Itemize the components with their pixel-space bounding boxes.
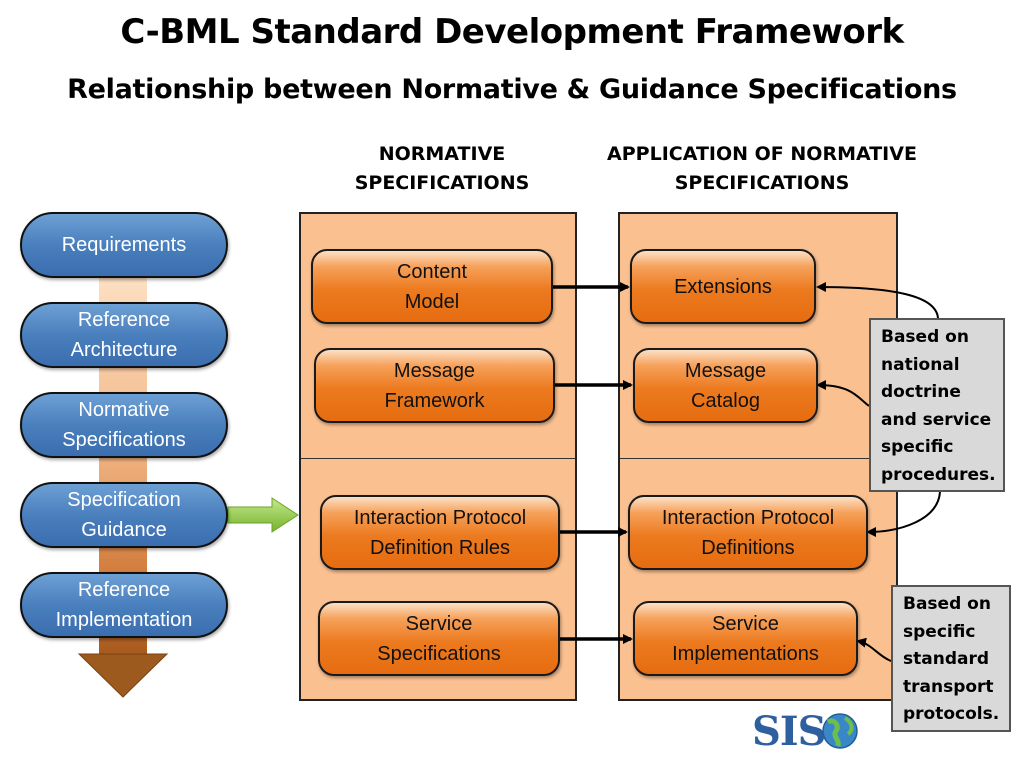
green-arrow <box>227 497 299 533</box>
application-panel-divider <box>620 458 896 459</box>
application-column-heading: APPLICATION OF NORMATIVE SPECIFICATIONS <box>607 143 917 194</box>
note-national-doctrine: Based on national doctrine and service s… <box>869 318 1005 492</box>
box-extensions: Extensions <box>630 249 816 324</box>
page-subtitle: Relationship between Normative & Guidanc… <box>67 74 957 105</box>
page-title: C-BML Standard Development Framework <box>120 12 904 52</box>
globe-icon <box>822 713 858 749</box>
note-transport-protocols: Based on specific standard transport pro… <box>891 585 1011 732</box>
process-flow-arrowhead <box>77 653 169 698</box>
normative-panel-divider <box>301 458 575 459</box>
normative-column-heading: NORMATIVE SPECIFICATIONS <box>354 143 530 194</box>
siso-logo: SIS <box>752 708 826 755</box>
curve-note-to-implementations <box>856 637 892 662</box>
curve-note-to-definitions <box>866 491 941 537</box>
curve-note-to-extensions <box>816 282 939 319</box>
curve-note-to-catalog <box>816 380 870 407</box>
process-step-requirements: Requirements <box>20 212 228 278</box>
